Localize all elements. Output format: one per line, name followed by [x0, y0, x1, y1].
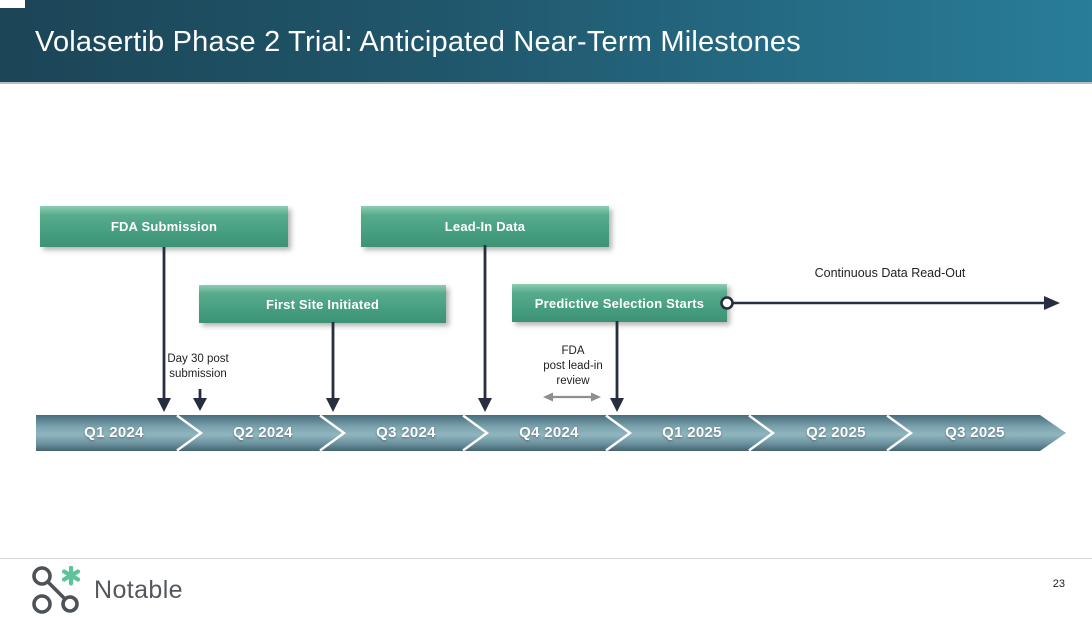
notable-logo-icon: [32, 566, 81, 614]
milestone-predictive-selection: Predictive Selection Starts: [512, 284, 727, 322]
quarter-label-q2-2025: Q2 2025: [806, 424, 866, 441]
quarter-label-q3-2025: Q3 2025: [945, 424, 1005, 441]
milestone-label: FDA Submission: [110, 219, 218, 234]
title-bar: Volasertib Phase 2 Trial: Anticipated Ne…: [0, 0, 1092, 84]
quarter-label-q4-2024: Q4 2024: [519, 424, 579, 441]
annotation-line: review: [556, 375, 590, 387]
quarter-label-q3-2024: Q3 2024: [376, 424, 436, 441]
fda-review-span-arrow: [543, 392, 601, 402]
annotation-line: Day 30 post: [167, 353, 229, 365]
brand-wordmark: Notable: [94, 575, 183, 604]
page-number: 23: [1052, 578, 1065, 590]
footer-divider: [0, 558, 1092, 559]
annotation-day30: Day 30 post submission: [152, 352, 244, 382]
annotation-fda-review: FDA post lead-in review: [527, 344, 619, 389]
annotation-continuous-readout: Continuous Data Read-Out: [814, 266, 966, 280]
brand-logo: Notable: [30, 566, 183, 614]
milestone-label: First Site Initiated: [265, 296, 380, 312]
milestone-label: Lead-In Data: [444, 219, 526, 234]
quarter-label-q1-2025: Q1 2025: [662, 424, 722, 441]
annotation-line: FDA: [561, 345, 585, 357]
page-title: Volasertib Phase 2 Trial: Anticipated Ne…: [35, 26, 801, 58]
milestone-label: Predictive Selection Starts: [534, 295, 705, 311]
milestone-fda-submission: FDA Submission: [40, 206, 288, 247]
continuous-readout-arrow: [720, 296, 1060, 310]
milestone-lead-in-data: Lead-In Data: [361, 206, 609, 247]
title-bar-notch: [0, 0, 25, 8]
annotation-line: submission: [169, 368, 227, 380]
quarter-label-q1-2024: Q1 2024: [84, 424, 144, 441]
milestone-first-site-initiated: First Site Initiated: [199, 285, 446, 323]
annotation-line: post lead-in: [543, 360, 603, 372]
asterisk-icon: [61, 566, 81, 586]
quarter-label-q2-2024: Q2 2024: [233, 424, 293, 441]
